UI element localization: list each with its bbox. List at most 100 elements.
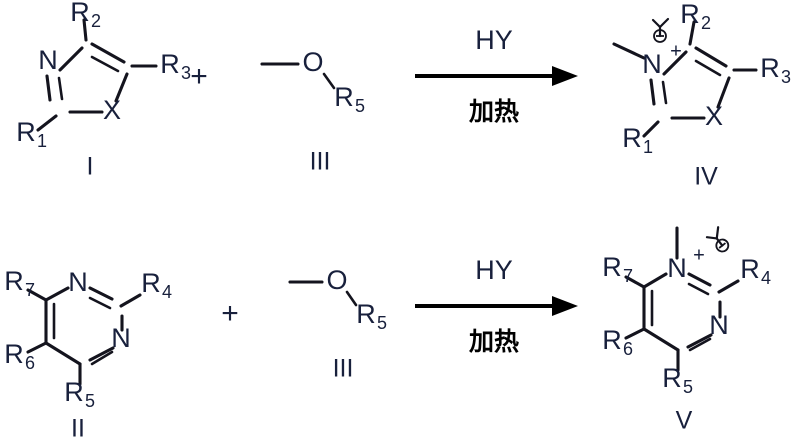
r5-base-row1: R [334,82,354,112]
r3-sub-p1: 3 [781,67,791,87]
r7-sub-r2: 7 [25,280,35,300]
r1-sub: 1 [37,131,47,151]
bond-c5-c4-p1 [694,46,728,68]
compound-label-IV: IV [694,163,718,191]
r6-base-r2: R [4,339,24,369]
bond-n1-c2-double [57,76,64,101]
r5-sub-p2: 5 [683,377,693,397]
atom-label-n-ring1: N [38,45,58,75]
charge-plus-product1: + [670,40,682,62]
reactant-structure-III-row2: O R 5 III [288,265,387,383]
r2-base: R [70,0,90,27]
bond-c2-r4-r2 [119,293,142,308]
compound-label-I: I [87,153,94,181]
r5-sub-row1: 5 [355,96,365,116]
reaction-row-1: N X R 2 R 3 R 1 I + O [16,0,791,191]
product-structure-IV: N X + R 2 R 3 R 1 IV [612,0,791,191]
bond-c4-c5-r2 [44,341,82,366]
bond-c5-c4 [90,42,126,64]
bond-n1-c2-double-r2 [88,296,112,310]
bond-c5-r6-p2 [624,327,646,340]
substituent-r2-product1: R 2 [680,0,711,33]
r5-base-p2: R [662,363,682,393]
bond-n3-c4-p2 [686,333,713,349]
r2-base-p1: R [680,0,700,29]
bond-c5-r6-r2 [26,341,48,354]
bond-c2-n1-p1 [649,78,656,106]
bond-n1-c2-double-p2 [687,282,710,296]
r4-sub-r2: 4 [162,282,172,302]
substituent-r7-reactant2: R 7 [4,266,35,300]
bond-n1-c5 [58,46,84,72]
bond-c5-r2-p1 [688,20,696,46]
r1-sub-p1: 1 [643,137,653,157]
substituent-r7-product2: R 7 [602,252,633,286]
r7-sub-p2: 7 [623,266,633,286]
plus-sign-row1: + [190,60,208,93]
r4-sub-p2: 4 [761,268,771,288]
r5-base-row2: R [356,299,376,329]
compound-label-III-row2: III [333,355,354,383]
bond-c2-r1-p1 [642,120,660,138]
atom-label-n1-product2: N [667,253,687,283]
bond-c4-x-p1 [716,76,731,109]
substituent-r2-reactant1: R 2 [70,0,101,31]
compound-label-II: II [71,415,85,443]
r7-base-p2: R [602,252,622,282]
bond-n3-c4-double-p2 [688,337,712,352]
compound-label-III-row1: III [310,148,331,176]
substituent-r1-reactant1: R 1 [16,117,47,151]
bond-n3-c4-r2 [88,346,115,362]
substituent-r1-product1: R 1 [622,123,653,157]
counter-ion-charge-circle-p2 [715,238,730,253]
r5-sub-r2: 5 [85,391,95,411]
arrow-head-row1 [552,66,578,86]
atom-label-o-row1: O [302,47,323,77]
bond-c6-n1-p2 [642,272,668,289]
bond-o-r5-row1 [322,72,336,90]
counter-ion-y-stem-p2 [715,237,724,247]
substituent-r3-reactant1: R 3 [160,49,191,83]
atom-label-x-ring1: X [103,95,121,125]
r6-base-p2: R [602,325,622,355]
r4-base-p2: R [740,254,760,284]
substituent-r5-reactant2: R 5 [64,377,95,411]
reaction-row-2: N N R 4 R 5 R 6 R 7 II + O [4,226,771,443]
counter-ion-minus-p2 [718,242,727,249]
bond-c5-c4-double-p1 [694,59,722,77]
r6-sub-r2: 6 [25,353,35,373]
bond-n1-c2-p2 [687,272,712,287]
atom-label-n3-product2: N [709,310,729,340]
bond-n-methyl-p1 [612,42,646,60]
arrow-head-row2 [552,296,578,316]
bond-o-r5-row2 [345,290,358,307]
substituent-r5-row1: R 5 [334,82,365,116]
r2-sub: 2 [91,11,101,31]
substituent-r6-reactant2: R 6 [4,339,35,373]
atom-label-n3-reactant2: N [111,323,131,353]
substituent-r3-product1: R 3 [760,53,791,87]
r7-base-r2: R [4,266,24,296]
r1-base: R [16,117,36,147]
bond-c2-n1 [45,74,52,102]
bond-c4-x [114,72,129,103]
r5-sub-row2: 5 [377,313,387,333]
r3-base: R [160,49,180,79]
r3-sub: 3 [181,63,191,83]
r3-base-p1: R [760,53,780,83]
substituent-r5-product2: R 5 [662,363,693,397]
r6-sub-p2: 6 [623,339,633,359]
reagent-label-row2: HY [475,255,513,285]
bond-c4-c5-p2 [642,327,680,352]
substituent-r4-product2: R 4 [740,254,771,288]
atom-label-x-product1: X [705,101,723,131]
atom-label-o-row2: O [326,265,347,295]
reagent-label-row1: HY [475,25,513,55]
r2-sub-p1: 2 [701,13,711,33]
bond-c6-n1-r2 [44,286,70,302]
atom-label-n1-reactant2: N [68,267,88,297]
bond-n1-c5-p1 [662,50,688,76]
bond-c5-r2 [82,18,88,42]
